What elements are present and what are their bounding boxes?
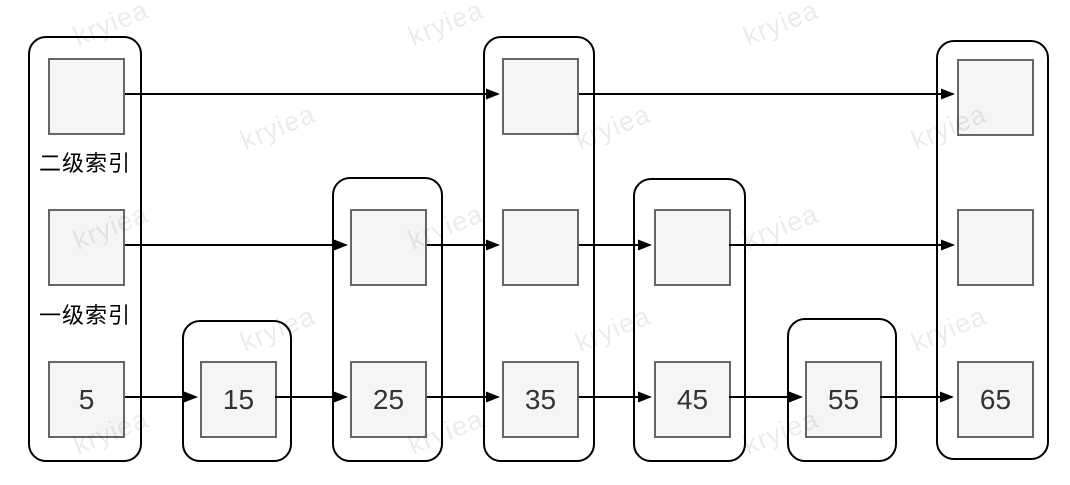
column-container-55: 55 xyxy=(787,318,897,462)
data-node-25: 25 xyxy=(350,361,427,438)
level1-index-node-25 xyxy=(350,209,427,286)
data-node-35: 35 xyxy=(502,361,579,438)
data-node-65: 65 xyxy=(957,361,1034,438)
level2-index-label: 二级索引 xyxy=(38,151,131,176)
level1-index-node-35 xyxy=(502,209,579,286)
level2-index-node-35 xyxy=(502,58,579,135)
column-container-15: 15 xyxy=(182,320,292,462)
watermark-text: kryiea xyxy=(739,198,823,256)
data-node-5: 5 xyxy=(48,361,125,438)
level1-index-node-65 xyxy=(957,209,1034,286)
data-node-55: 55 xyxy=(805,361,882,438)
column-container-65: 65 xyxy=(936,40,1049,460)
level1-index-label: 一级索引 xyxy=(38,303,131,328)
column-container-25: 25 xyxy=(332,177,443,462)
watermark-text: kryiea xyxy=(739,0,823,52)
column-container-5: 二级索引 一级索引 5 xyxy=(28,36,142,462)
data-node-45: 45 xyxy=(654,361,731,438)
watermark-text: kryiea xyxy=(404,0,488,52)
level1-index-node-45 xyxy=(654,209,731,286)
data-node-15: 15 xyxy=(200,361,277,438)
column-container-35: 35 xyxy=(483,36,595,462)
watermark-text: kryiea xyxy=(236,98,320,156)
column-container-45: 45 xyxy=(633,178,746,462)
level1-index-node-5 xyxy=(48,209,125,286)
level2-index-node-65 xyxy=(957,59,1034,136)
level2-index-node-5 xyxy=(48,58,125,135)
